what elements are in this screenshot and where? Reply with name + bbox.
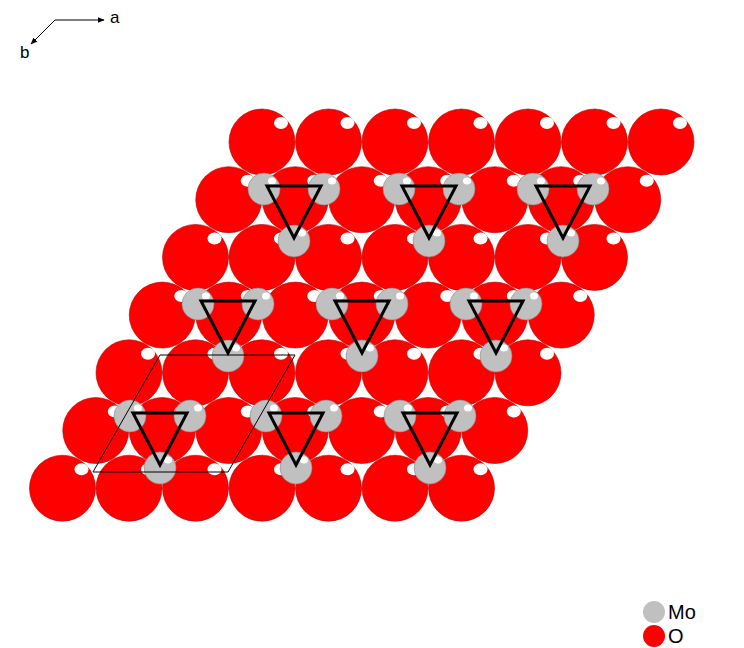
highlight <box>407 348 421 360</box>
highlight <box>134 405 142 412</box>
oxygen-atom <box>429 109 495 175</box>
legend-label: O <box>668 626 684 646</box>
oxygen-atom <box>362 340 428 406</box>
oxygen-atom <box>462 398 528 464</box>
mo-triangle <box>536 186 590 238</box>
oxygen-atom <box>296 224 362 290</box>
highlight <box>673 117 687 129</box>
legend-label: Mo <box>668 602 696 622</box>
oxygen-atom <box>495 109 561 175</box>
mo-triangle <box>403 413 457 465</box>
highlight <box>341 117 355 129</box>
legend-swatch <box>643 625 665 647</box>
highlight <box>270 405 278 412</box>
oxygen-atom <box>495 340 561 406</box>
mo-triangle <box>133 413 187 465</box>
highlight <box>274 117 288 129</box>
oxygen-atom <box>528 282 594 348</box>
mo-triangle <box>335 301 389 353</box>
highlight <box>540 117 554 129</box>
highlight <box>208 463 222 475</box>
oxygen-atom <box>562 224 628 290</box>
highlight <box>407 117 421 129</box>
oxygen-atom <box>329 167 395 233</box>
mo-triangle <box>469 301 523 353</box>
axis-a <box>55 20 104 21</box>
highlight <box>463 178 471 185</box>
highlight <box>403 178 411 185</box>
highlight <box>341 463 355 475</box>
oxygen-atom <box>30 455 96 521</box>
oxygen-atom <box>429 224 495 290</box>
highlight <box>75 463 89 475</box>
highlight <box>607 117 621 129</box>
highlight <box>274 348 288 360</box>
highlight <box>474 117 488 129</box>
oxygen-atom <box>96 340 162 406</box>
highlight <box>470 293 478 300</box>
highlight <box>530 293 538 300</box>
highlight <box>396 293 404 300</box>
highlight <box>607 232 621 244</box>
axis-label: b <box>20 44 29 61</box>
highlight <box>404 405 412 412</box>
highlight <box>262 293 270 300</box>
highlight <box>540 348 554 360</box>
axis-b <box>31 20 55 44</box>
highlight <box>573 290 587 302</box>
highlight <box>597 178 605 185</box>
oxygen-atom <box>262 282 328 348</box>
mo-triangle <box>201 301 255 353</box>
highlight <box>474 463 488 475</box>
highlight <box>341 232 355 244</box>
highlight <box>268 178 276 185</box>
highlight <box>141 348 155 360</box>
oxygen-atom <box>462 167 528 233</box>
highlight <box>208 232 222 244</box>
highlight <box>202 293 210 300</box>
highlight <box>474 232 488 244</box>
oxygen-atom <box>362 109 428 175</box>
oxygen-atom <box>628 109 694 175</box>
highlight <box>330 405 338 412</box>
oxygen-atom <box>163 224 229 290</box>
unit-cell <box>93 355 295 472</box>
highlight <box>328 178 336 185</box>
oxygen-atom <box>395 282 461 348</box>
legend-swatch <box>643 601 665 623</box>
mo-triangle <box>402 186 456 238</box>
mo-triangle <box>267 186 321 238</box>
highlight <box>464 405 472 412</box>
highlight <box>640 175 654 187</box>
oxygen-atom <box>229 109 295 175</box>
oxygen-atom <box>129 282 195 348</box>
highlight <box>537 178 545 185</box>
highlight <box>336 293 344 300</box>
oxygen-atom <box>562 109 628 175</box>
highlight <box>194 405 202 412</box>
oxygen-atom <box>296 109 362 175</box>
highlight <box>507 406 521 418</box>
mo-triangle <box>269 413 323 465</box>
axis-label: a <box>110 9 119 26</box>
